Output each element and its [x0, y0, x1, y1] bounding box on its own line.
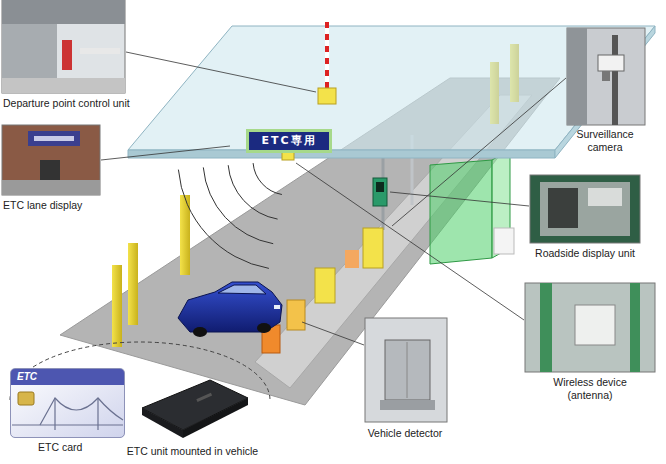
caption-holder: Departure point control unit: [3, 97, 173, 110]
node-text: ETC専用: [261, 134, 316, 147]
radio-waves: [178, 163, 282, 268]
island-block: [363, 228, 383, 268]
photo-camera: [567, 28, 645, 125]
caption-holder: Surveillance camera: [565, 128, 645, 153]
photo-wireless: [525, 283, 655, 372]
antenna: [282, 152, 294, 160]
photo-departure: [2, 0, 125, 93]
part-caption: Surveillance camera: [565, 128, 645, 153]
caption-holder: ETC unit mounted in vehicle: [120, 445, 265, 458]
wheel: [193, 327, 207, 337]
toll-booth: [430, 160, 492, 264]
island-block: [345, 250, 359, 268]
headlight: [274, 305, 280, 309]
gantry-roof-edge: [128, 150, 555, 158]
caption-holder: ETC lane display: [3, 199, 123, 212]
node-text: ETC: [11, 369, 124, 385]
gate-bar: [325, 22, 329, 90]
photo-vehicle-detector: [365, 318, 447, 422]
departure-control-box: [318, 88, 336, 104]
roadside-display: [373, 178, 387, 206]
part-caption: Wireless device (antenna): [535, 376, 645, 401]
yellow-post: [112, 265, 122, 347]
caption-holder: Wireless device (antenna): [535, 376, 645, 401]
etc-unit-side: [142, 408, 183, 438]
island-block: [315, 268, 335, 303]
island-block: [287, 300, 305, 330]
lane-sign: ETC専用: [246, 129, 331, 152]
yellow-post: [128, 243, 138, 325]
leader-lines: [101, 52, 566, 345]
etc-unit-side: [183, 398, 248, 438]
wheel: [257, 323, 271, 333]
car-window: [218, 285, 266, 294]
photo-lane-display: [2, 125, 100, 195]
card-body: [10, 368, 125, 438]
etc-card: ETC: [10, 368, 125, 438]
part-caption: Vehicle detector: [360, 427, 450, 440]
part-caption: ETC card: [38, 441, 98, 454]
caption-holder: ETC card: [38, 441, 98, 454]
photo-roadside-display: [530, 175, 640, 243]
display-screen: [376, 182, 384, 192]
caption-holder: Vehicle detector: [360, 427, 450, 440]
gate-bar: [325, 22, 329, 90]
part-caption: Roadside display unit: [527, 247, 643, 260]
card-slot: [196, 393, 212, 402]
caption-holder: Roadside display unit: [527, 247, 643, 260]
part-caption: ETC lane display: [3, 199, 123, 212]
gantry-roof-edge: [555, 26, 655, 158]
part-caption: Departure point control unit: [3, 97, 173, 110]
car: [178, 282, 282, 332]
booth-block: [494, 228, 514, 254]
part-caption: ETC unit mounted in vehicle: [120, 445, 265, 458]
